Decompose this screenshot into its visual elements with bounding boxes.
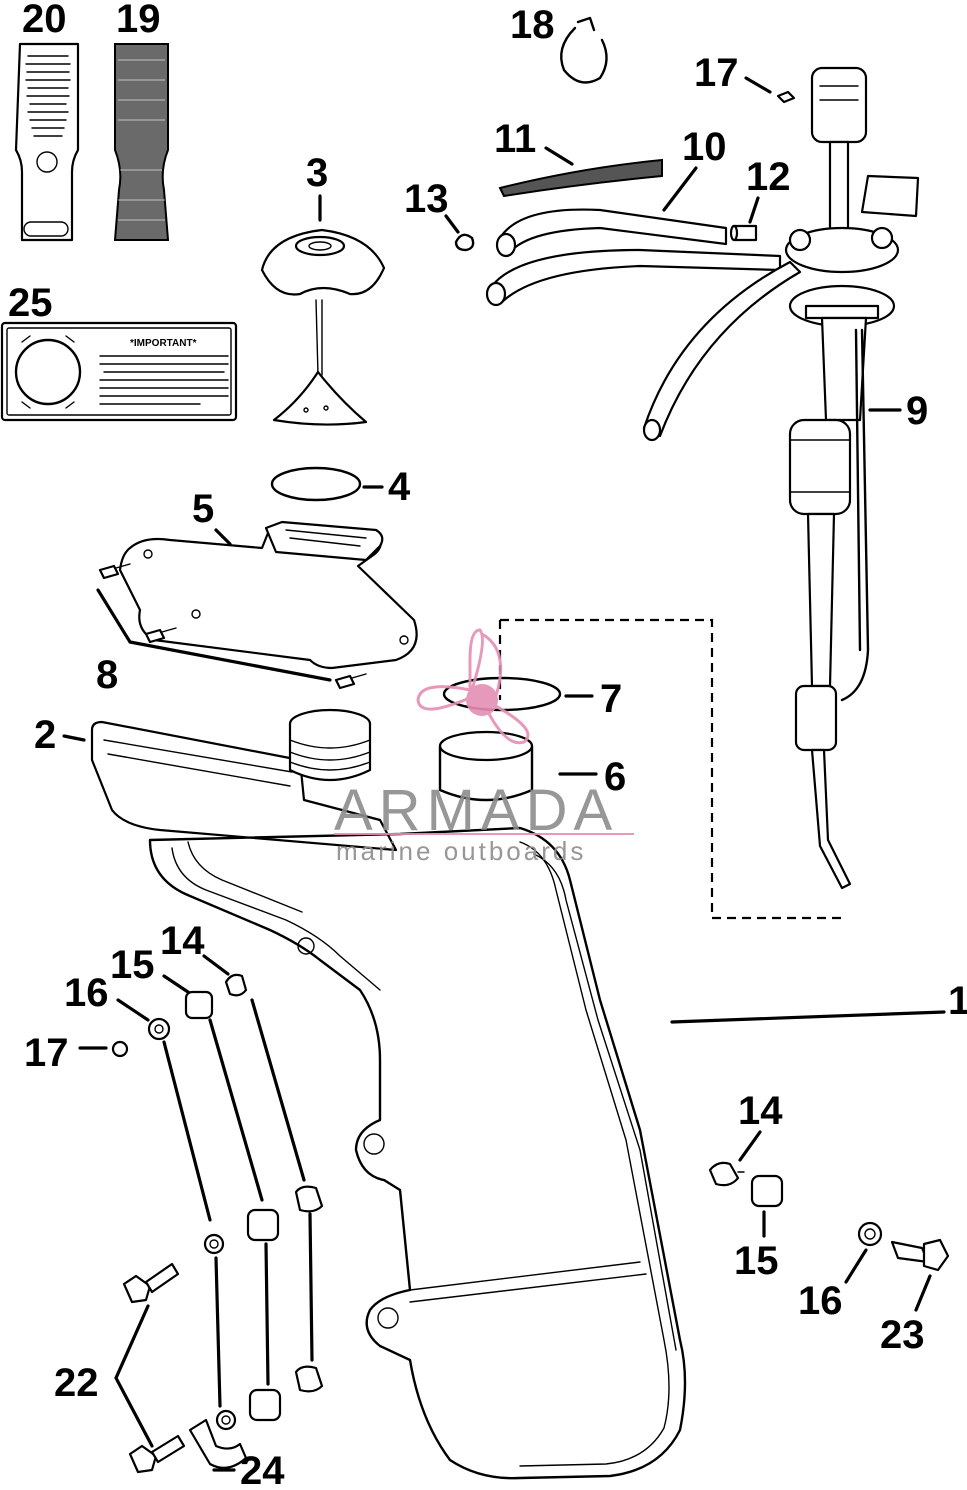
callout-21: 17 xyxy=(694,51,739,95)
callout-23: 19 xyxy=(116,0,161,41)
part-11-sleeve xyxy=(498,158,663,198)
part-8-screws xyxy=(98,563,367,690)
propeller-logo-icon xyxy=(416,628,530,745)
callout-25: 25 xyxy=(8,281,53,325)
callout-19: 23 xyxy=(880,1313,925,1357)
armada-watermark: ARMADA marine outboards xyxy=(334,628,634,866)
part-4-o-ring xyxy=(270,466,362,502)
hardware-right xyxy=(708,1161,950,1272)
callout-2: 2 xyxy=(34,713,56,757)
callout-13: 13 xyxy=(404,177,449,221)
callout-9: 9 xyxy=(906,389,928,433)
part-2-tank-top xyxy=(90,708,398,852)
callout-16-right: 16 xyxy=(798,1279,843,1323)
callout-8: 8 xyxy=(96,653,118,697)
callout-11: 11 xyxy=(494,117,536,161)
callout-14-right: 14 xyxy=(738,1089,783,1133)
callout-14-left: 14 xyxy=(160,919,205,963)
callout-22: 18 xyxy=(510,3,555,47)
watermark-tagline: marine outboards xyxy=(336,836,586,866)
callout-1: 1 xyxy=(948,979,967,1023)
hardware-left-stack xyxy=(111,973,248,1058)
callout-24: 20 xyxy=(22,0,67,41)
decal-25-heading: *IMPORTANT* xyxy=(130,338,197,349)
part-24-tag xyxy=(14,42,80,242)
callout-6: 6 xyxy=(604,755,626,799)
part-10-hoses xyxy=(485,208,802,442)
callout-10: 10 xyxy=(682,125,727,169)
part-21-fitting xyxy=(776,90,796,104)
part-23-strap xyxy=(113,43,170,241)
dashed-reference-line xyxy=(500,618,846,920)
part-5-plate xyxy=(118,520,418,670)
callout-7: 7 xyxy=(600,677,622,721)
callout-15-left: 15 xyxy=(110,943,155,987)
hardware-left-lower xyxy=(188,1185,324,1469)
part-13-clip xyxy=(454,233,475,252)
part-25-decal: *IMPORTANT* xyxy=(0,321,238,422)
callout-4: 4 xyxy=(388,465,411,509)
part-1-fuel-tank xyxy=(148,826,687,1480)
callout-18: 22 xyxy=(54,1361,99,1405)
callout-16-left: 16 xyxy=(64,971,109,1015)
part-22-clamp xyxy=(560,16,608,84)
part-18-bolts xyxy=(122,1262,186,1474)
callout-12: 12 xyxy=(746,155,791,199)
part-7-gasket xyxy=(442,676,562,712)
callout-20: 24 xyxy=(240,1449,285,1490)
callout-3: 3 xyxy=(306,151,328,195)
callout-5: 5 xyxy=(192,487,214,531)
watermark-brand: ARMADA xyxy=(334,778,618,843)
part-9-fuel-pickup xyxy=(784,66,920,890)
part-3-filler-cap xyxy=(260,228,386,426)
part-12-connector xyxy=(729,224,758,242)
callout-17: 17 xyxy=(24,1031,69,1075)
callout-15-right: 15 xyxy=(734,1239,779,1283)
